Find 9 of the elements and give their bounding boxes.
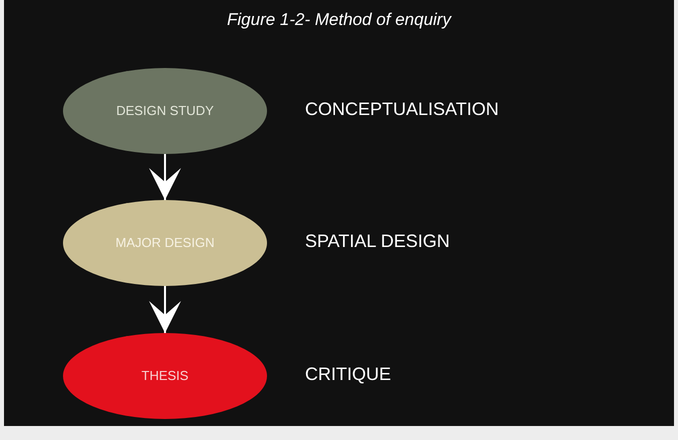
stage-caption: CRITIQUE: [305, 363, 392, 385]
arrow: [149, 286, 181, 333]
stage-label: THESIS: [142, 368, 188, 384]
stage-caption: SPATIAL DESIGN: [305, 230, 450, 252]
arrow: [149, 154, 181, 200]
stage-caption: CONCEPTUALISATION: [305, 98, 499, 120]
stage-label: DESIGN STUDY: [116, 103, 214, 119]
stage-label: MAJOR DESIGN: [116, 235, 214, 251]
figure-title: Figure 1-2- Method of enquiry: [227, 9, 451, 31]
